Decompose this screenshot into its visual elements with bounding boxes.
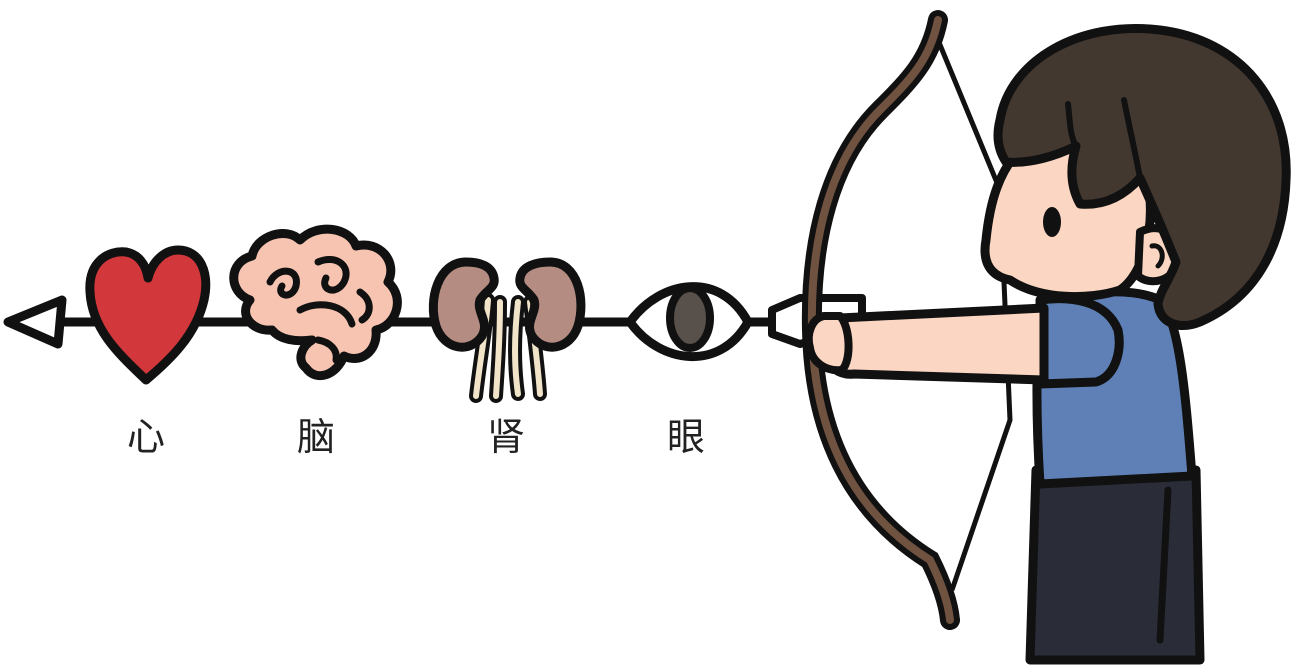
organ-label-brain: 脑 [296,415,335,459]
boy-archer-icon [804,24,1291,665]
organ-label-eye: 眼 [666,415,705,459]
heart-icon [85,245,211,385]
organ-label-kidney: 肾 [486,415,525,459]
eye-icon [625,282,753,361]
organ-label-heart: 心 [126,415,165,459]
brain-icon [229,224,402,381]
kidney-icon [428,257,586,403]
